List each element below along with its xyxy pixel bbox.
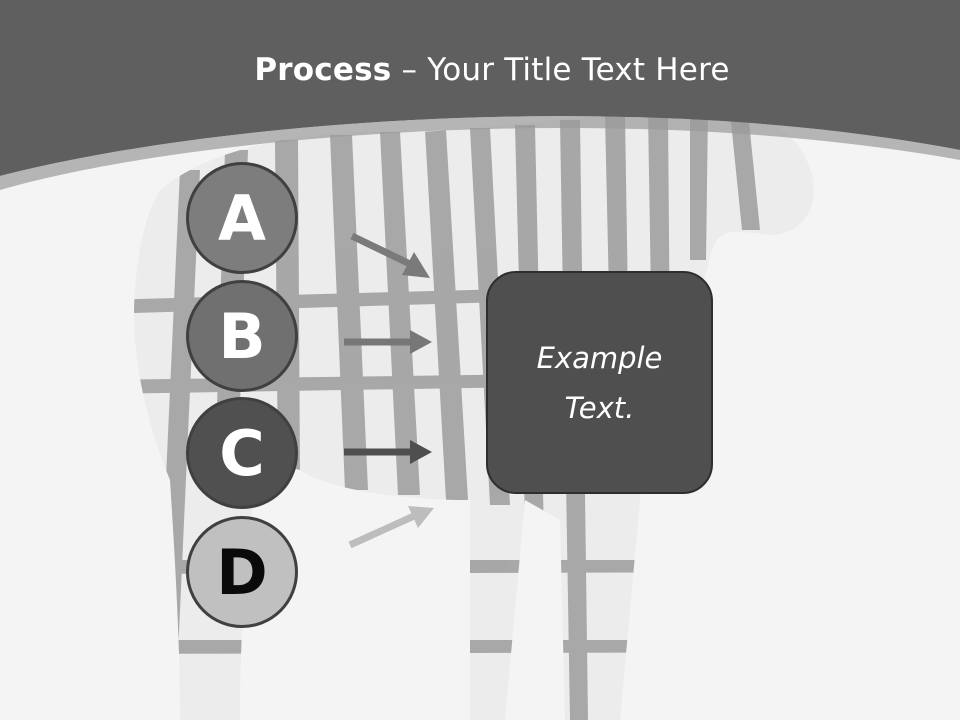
step-b-circle: B xyxy=(186,280,298,392)
step-a-circle: A xyxy=(186,162,298,274)
step-d-circle: D xyxy=(186,516,298,628)
step-d-label: D xyxy=(216,536,268,609)
title-bold: Process xyxy=(254,52,392,88)
slide-title: Process – Your Title Text Here xyxy=(0,52,960,88)
step-a-label: A xyxy=(218,182,266,255)
title-rest: – Your Title Text Here xyxy=(391,52,730,88)
target-box: Example Text. xyxy=(486,271,713,494)
arrow-c xyxy=(344,440,432,464)
header-band xyxy=(0,0,960,190)
step-c-circle: C xyxy=(186,397,298,509)
step-c-label: C xyxy=(219,417,265,490)
arrow-b xyxy=(344,330,432,354)
arrow-d xyxy=(348,506,434,549)
arrow-a xyxy=(350,232,430,278)
target-box-text: Example Text. xyxy=(536,340,663,425)
step-b-label: B xyxy=(218,300,266,373)
